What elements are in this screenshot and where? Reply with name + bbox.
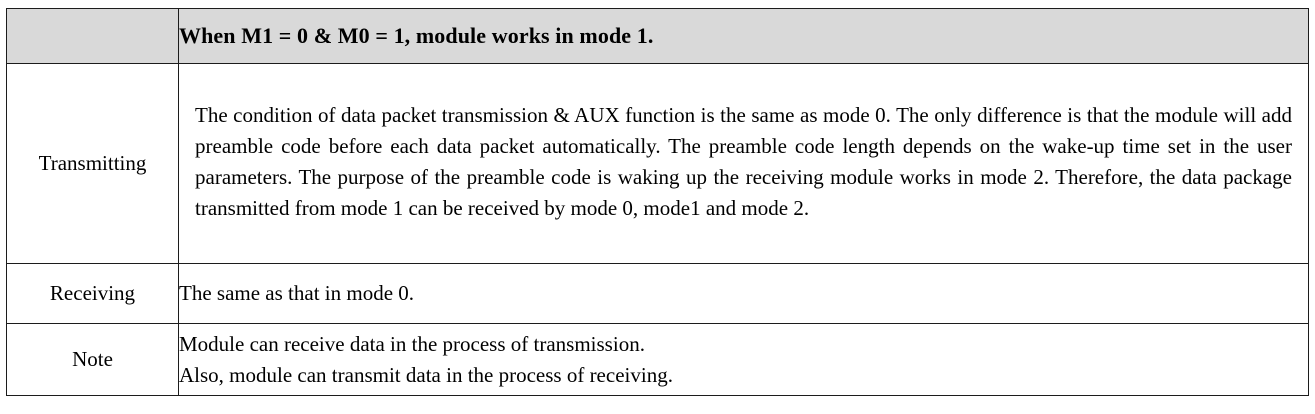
header-title-cell: When M1 = 0 & M0 = 1, module works in mo… (178, 8, 1309, 64)
note-line-1: Module can receive data in the process o… (179, 331, 645, 356)
row-label-receiving: Receiving (6, 263, 179, 324)
header-empty-cell (6, 8, 179, 64)
row-content-transmitting: The condition of data packet transmissio… (178, 63, 1309, 264)
table-row-transmitting: Transmitting The condition of data packe… (6, 63, 1309, 264)
note-line-2: Also, module can transmit data in the pr… (179, 362, 673, 387)
row-content-note: Module can receive data in the process o… (178, 323, 1309, 396)
mode-1-table: When M1 = 0 & M0 = 1, module works in mo… (6, 8, 1309, 396)
row-content-receiving: The same as that in mode 0. (178, 263, 1309, 324)
row-label-transmitting: Transmitting (6, 63, 179, 264)
table-row-note: Note Module can receive data in the proc… (6, 323, 1309, 396)
table-row-receiving: Receiving The same as that in mode 0. (6, 263, 1309, 324)
row-label-note: Note (6, 323, 179, 396)
table-header-row: When M1 = 0 & M0 = 1, module works in mo… (6, 8, 1309, 64)
